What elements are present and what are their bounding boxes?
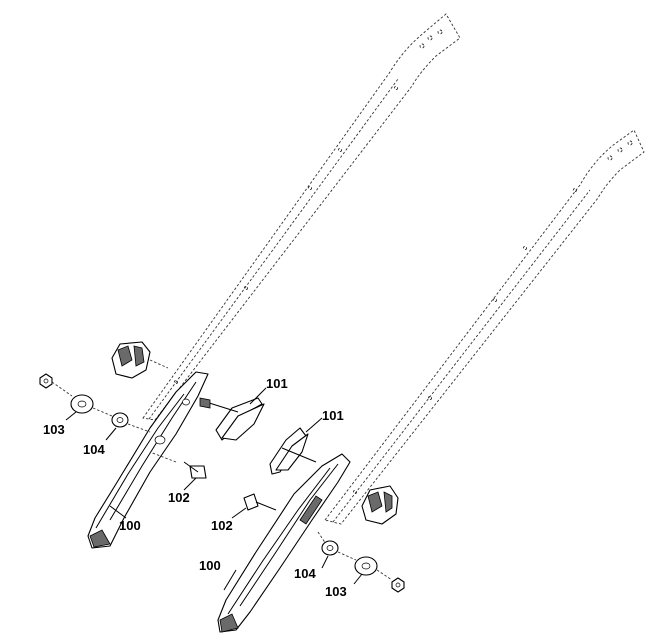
label-104-right: 104 [294,566,316,581]
label-103-right: 103 [325,584,347,599]
axis-right-2 [337,551,357,561]
axis-left-3 [127,423,151,433]
label-104-left: 104 [83,442,105,457]
axis-left-2 [92,407,113,417]
bolt-left [149,451,207,479]
lower-handle-right [217,453,351,633]
label-101-lower: 101 [322,408,344,423]
spacer-left-103 [70,394,94,414]
lower-handle-left [87,371,209,549]
bolt-right [243,493,277,511]
leader-lines [65,387,363,591]
nut-right [391,577,405,593]
washer-right-104 [321,540,339,556]
axis-right-3 [376,569,393,581]
knob-right [361,485,399,525]
clamp-lever-upper [199,397,265,441]
upper-handle-right [324,129,645,525]
axis-left-1 [51,381,73,397]
label-100-right: 100 [199,558,221,573]
label-103-left: 103 [43,422,65,437]
axis-right-1 [317,531,327,545]
spacer-right-103 [354,556,378,576]
label-102-left: 102 [168,490,190,505]
label-101-upper: 101 [266,376,288,391]
clamp-lever-lower [269,427,317,475]
label-100-left: 100 [119,518,141,533]
nut-left [39,373,53,389]
washer-left-104 [111,412,129,428]
knob-left [111,341,169,379]
upper-handle-left [142,13,461,421]
label-102-right: 102 [211,518,233,533]
